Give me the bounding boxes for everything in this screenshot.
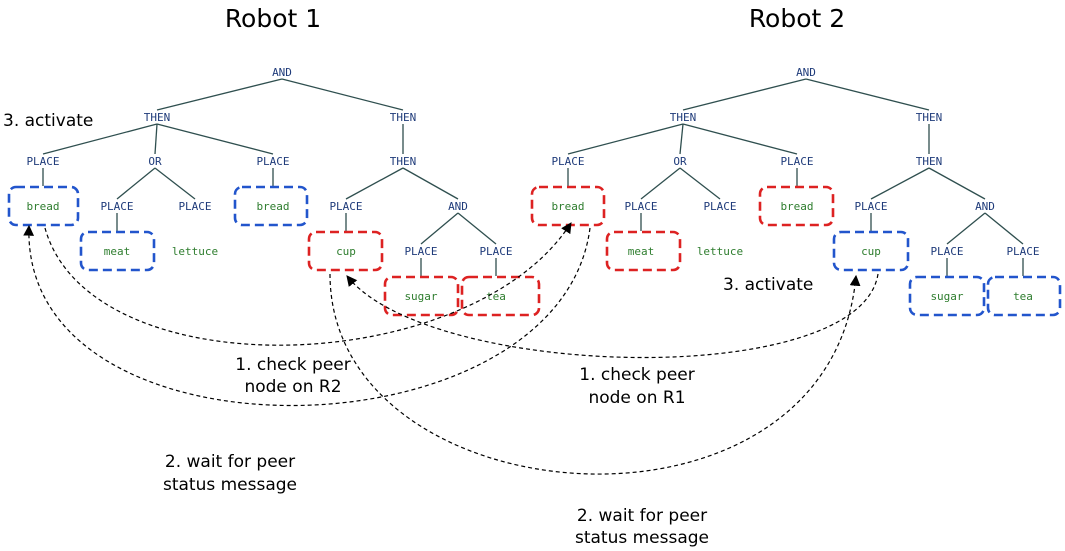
arc-r1-check-peer bbox=[44, 222, 572, 346]
r2-item-cup: cup bbox=[861, 245, 881, 258]
r2-sugar-box bbox=[908, 275, 986, 317]
r1-activate-label: 3. activate bbox=[3, 111, 93, 131]
r2-place-bread-1: PLACE bbox=[551, 155, 584, 168]
arc-r2-check-peer bbox=[346, 273, 879, 359]
r2-check-peer-line-2: node on R1 bbox=[588, 388, 685, 408]
r2-place-sugar: PLACE bbox=[930, 245, 963, 258]
robot-2-title: Robot 2 bbox=[749, 4, 845, 33]
r2-place-bread-2: PLACE bbox=[780, 155, 813, 168]
r2-item-bread-1: bread bbox=[551, 200, 584, 213]
r1-cup-box bbox=[307, 230, 384, 272]
r2-bread-2-box bbox=[758, 185, 835, 227]
robot-2-tree: AND THEN THEN PLACE OR PLACE THEN PLACE … bbox=[530, 66, 1062, 317]
r1-place-bread-1: PLACE bbox=[26, 155, 59, 168]
r1-meat-box bbox=[79, 230, 156, 272]
r2-and-root: AND bbox=[796, 66, 816, 79]
r2-item-lettuce: lettuce bbox=[697, 245, 743, 258]
r1-item-sugar: sugar bbox=[404, 290, 437, 303]
r2-wait-peer-line-2: status message bbox=[575, 528, 709, 548]
robot-1-title: Robot 1 bbox=[225, 4, 321, 33]
r2-place-cup: PLACE bbox=[854, 200, 887, 213]
coordination-arcs bbox=[23, 222, 879, 475]
r2-and-inner: AND bbox=[975, 200, 995, 213]
r1-place-cup: PLACE bbox=[329, 200, 362, 213]
arc-r2-wait-peer bbox=[329, 273, 861, 475]
r2-or: OR bbox=[673, 155, 687, 168]
r2-item-meat: meat bbox=[628, 245, 655, 258]
r1-item-bread-2: bread bbox=[256, 200, 289, 213]
r1-then-left: THEN bbox=[144, 111, 171, 124]
r2-activate-label: 3. activate bbox=[723, 275, 813, 295]
r1-item-cup: cup bbox=[336, 245, 356, 258]
r2-cup-box bbox=[832, 230, 910, 272]
r1-and-inner: AND bbox=[448, 200, 468, 213]
r1-then-right: THEN bbox=[390, 111, 417, 124]
r1-item-meat: meat bbox=[104, 245, 131, 258]
r2-check-peer-line-1: 1. check peer bbox=[579, 365, 695, 385]
arc-r1-wait-peer bbox=[23, 224, 591, 407]
r1-item-bread-1: bread bbox=[26, 200, 59, 213]
r1-wait-peer-line-2: status message bbox=[163, 475, 297, 495]
r1-bread-2-box bbox=[233, 185, 309, 227]
r1-place-bread-2: PLACE bbox=[256, 155, 289, 168]
r2-wait-peer-line-1: 2. wait for peer bbox=[577, 506, 707, 526]
r2-place-meat: PLACE bbox=[624, 200, 657, 213]
r1-or: OR bbox=[148, 155, 162, 168]
r2-place-tea: PLACE bbox=[1006, 245, 1039, 258]
r2-item-sugar: sugar bbox=[930, 290, 963, 303]
r1-place-tea: PLACE bbox=[479, 245, 512, 258]
r2-then-right: THEN bbox=[916, 111, 943, 124]
r2-then-inner: THEN bbox=[916, 155, 943, 168]
r1-check-peer-line-1: 1. check peer bbox=[235, 355, 351, 375]
r2-item-tea: tea bbox=[1013, 290, 1033, 303]
r1-sugar-box bbox=[383, 275, 460, 317]
r1-check-peer-line-2: node on R2 bbox=[244, 377, 341, 397]
r2-then-left: THEN bbox=[670, 111, 697, 124]
r1-tea-box bbox=[460, 275, 541, 317]
robot-1-tree: AND THEN THEN PLACE OR PLACE THEN PLACE … bbox=[7, 66, 541, 317]
r1-place-meat: PLACE bbox=[100, 200, 133, 213]
r2-meat-box bbox=[605, 230, 682, 272]
r1-item-tea: tea bbox=[486, 290, 506, 303]
r1-then-inner: THEN bbox=[390, 155, 417, 168]
r1-place-sugar: PLACE bbox=[404, 245, 437, 258]
r1-bread-1-box bbox=[7, 185, 80, 227]
r2-tea-box bbox=[986, 275, 1062, 317]
r1-and-root: AND bbox=[272, 66, 292, 79]
r1-place-lettuce: PLACE bbox=[178, 200, 211, 213]
r2-item-bread-2: bread bbox=[780, 200, 813, 213]
r1-wait-peer-line-1: 2. wait for peer bbox=[165, 452, 295, 472]
r2-place-lettuce: PLACE bbox=[703, 200, 736, 213]
r1-item-lettuce: lettuce bbox=[172, 245, 218, 258]
